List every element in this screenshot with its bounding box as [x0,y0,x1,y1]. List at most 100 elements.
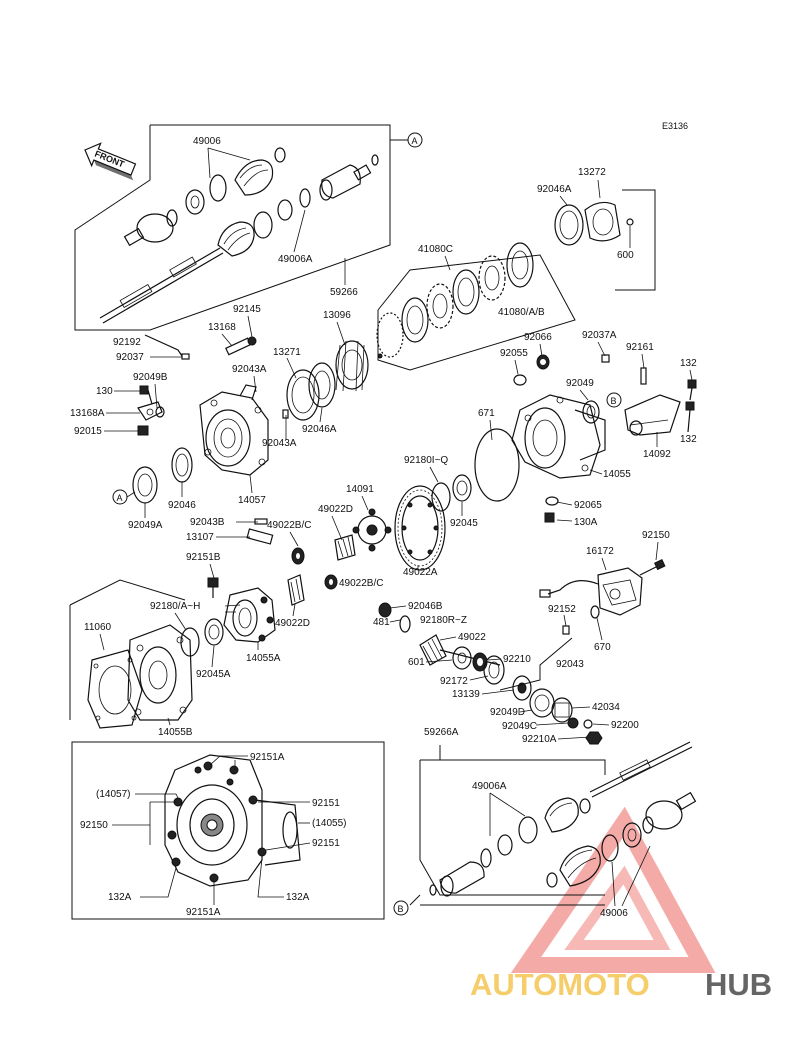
label-49022BC-b: 49022B/C [339,578,383,589]
watermark [510,806,716,973]
label-92151A-bot: 92151A [186,907,221,918]
label-92043A-a: 92043A [232,364,267,375]
pin-92161 [640,367,647,385]
svg-text:A: A [412,136,418,146]
label-92055: 92055 [500,348,528,359]
lever-13168A [137,401,163,421]
ring-gear-49022A [394,485,446,571]
rear-band-b [601,834,619,862]
label-92043A-b: 92043A [262,438,297,449]
label-600: 600 [617,250,634,261]
pinion-gear-49022D-b [287,574,305,606]
label-92150-top: 92150 [642,530,670,541]
gasket-11060 [87,649,143,729]
seal-92172 [483,655,505,685]
inset-assembly [164,754,301,887]
watermark-triangle-outer [510,806,716,973]
oring-671 [474,428,520,502]
front-boot-top [234,159,274,196]
label-92151-a: 92151 [312,798,340,809]
rod-92192 [144,334,183,357]
label-14057: 14057 [238,495,266,506]
rear-band-a [518,816,538,844]
label-59266A: 59266A [424,727,459,738]
label-13168: 13168 [208,322,236,333]
label-92210: 92210 [503,654,531,665]
seal-92049A [132,466,158,504]
label-132A-l: 132A [108,892,132,903]
bolt-92151B [207,577,219,598]
front-band-lower [253,211,273,239]
label-671: 671 [478,408,495,419]
label-92145: 92145 [233,304,261,315]
bolt-132-b [685,401,695,433]
front-circlip [371,154,379,166]
rear-cage [622,822,642,848]
watermark-triangle-inner [564,865,671,950]
label-92151B: 92151B [186,552,221,563]
label-92045: 92045 [450,518,478,529]
seal-92049 [582,400,600,424]
svg-text:B: B [611,396,617,406]
label-13168A: 13168A [70,408,105,419]
label-92037A: 92037A [582,330,617,341]
pin-92037A [601,354,610,363]
housing-14055 [511,394,606,479]
rear-cv-inner [439,861,485,897]
pin-92037 [181,353,190,360]
shift-lever-13168 [225,336,257,356]
label-92180AH: 92180/A~H [150,601,200,612]
front-clamp-top [274,147,286,163]
bolt-130 [139,385,153,405]
bearing-92045A [204,618,224,646]
housing-14057 [199,384,269,476]
label-130: 130 [96,386,113,397]
label-92046A-top: 92046A [537,184,572,195]
clutch-plates-frame [377,254,576,371]
label-92151-b: 92151 [312,838,340,849]
watermark-text-auto: AUTOMOTO [470,967,650,1002]
inset-frame [71,741,385,920]
label-14055A: 14055A [246,653,281,664]
label-41080C: 41080C [418,244,453,255]
label-49022A: 49022A [403,567,438,578]
cover-14055B [127,624,193,721]
label-14091: 14091 [346,484,374,495]
diagram-code: E3136 [662,121,688,131]
label-41080AB: 41080/A/B [498,307,545,318]
pin-92043A [282,409,289,419]
seal-92046 [171,447,193,483]
label-92049B: 92049B [133,372,168,383]
bevel-gear-13096 [335,340,369,392]
nut-92066 [536,354,550,370]
rear-ring-a [480,848,492,868]
diff-case-14091 [352,508,392,552]
front-shaft-frame [74,124,408,331]
label-49022: 49022 [458,632,486,643]
label-92210A: 92210A [522,734,557,745]
seal-92046A-top [554,204,584,246]
front-band-ring [209,174,227,202]
nut-92210 [472,652,488,672]
label-92180RZ: 92180R~Z [420,615,467,626]
label-14055: 14055 [603,469,631,480]
rear-circlip [429,884,437,896]
callout-a-mid: A [112,489,128,505]
cover-14092 [624,394,681,436]
seal-92049D [529,688,555,718]
label-92045A: 92045A [196,669,231,680]
clutch-plate-stack [376,242,534,358]
label-92015: 92015 [74,426,102,437]
label-92151A-top: 92151A [250,752,285,763]
label-49022D-a: 49022D [318,504,353,515]
label-92049A: 92049A [128,520,163,531]
label-92066: 92066 [524,332,552,343]
label-14057-paren: (14057) [96,789,130,800]
label-92192: 92192 [113,337,141,348]
watermark-text-hub: HUB [705,967,772,1002]
label-92046A-mid: 92046A [302,424,337,435]
label-92049: 92049 [566,378,594,389]
front-cv-joint-inner [319,164,372,201]
washer-49022BC-a [291,547,305,565]
